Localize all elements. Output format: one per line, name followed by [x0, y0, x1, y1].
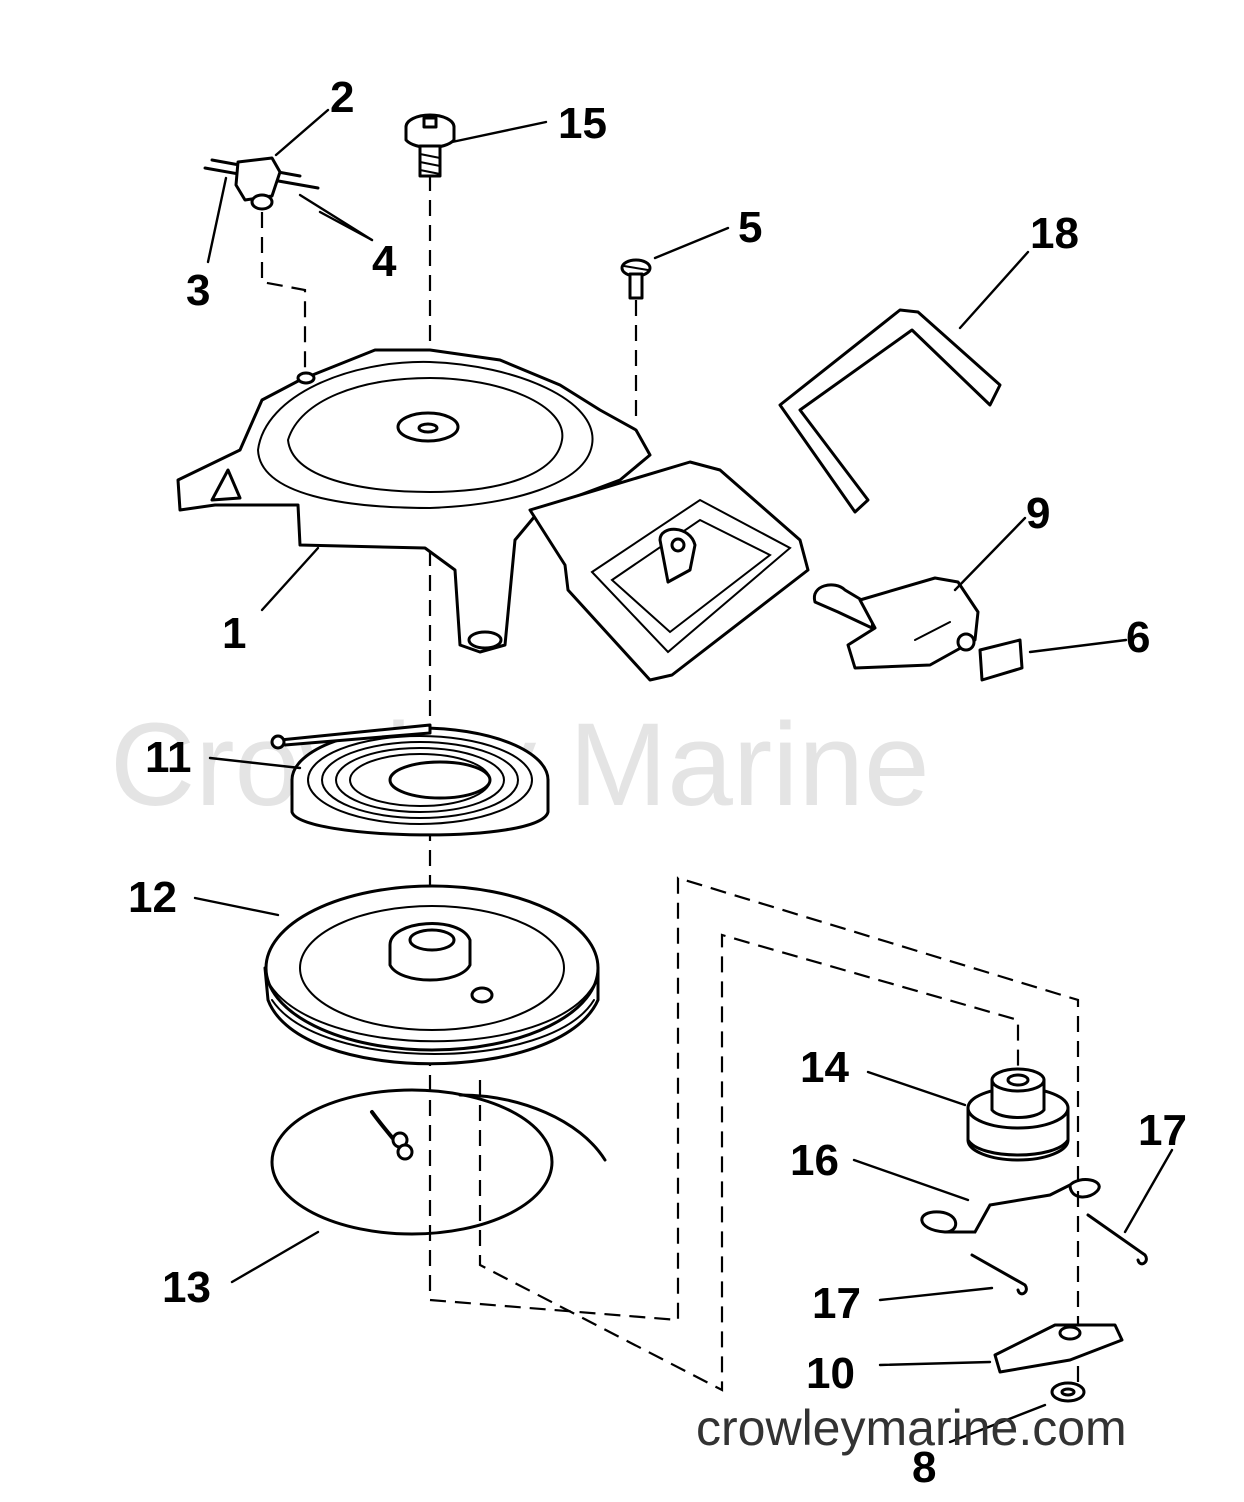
- callout-9: 9: [1026, 489, 1050, 538]
- starter-rope: [270, 1088, 607, 1236]
- pinion-gear: [966, 1067, 1070, 1162]
- small-screw: [620, 258, 652, 300]
- starter-handle: [812, 576, 1024, 682]
- washer: [1050, 1381, 1086, 1403]
- callout-2: 2: [330, 73, 354, 122]
- footer-url: crowleymarine.com: [696, 1400, 1127, 1456]
- leader-lines: [193, 108, 1174, 1444]
- small-springs: [970, 1213, 1148, 1296]
- rope-pulley: [263, 884, 600, 1066]
- callout-3: 3: [186, 266, 210, 315]
- callout-17-right: 17: [1138, 1106, 1187, 1155]
- callout-5: 5: [738, 203, 762, 252]
- clip-and-pins: [203, 156, 320, 211]
- callout-17-left: 17: [812, 1279, 861, 1328]
- callout-8: 8: [912, 1443, 936, 1492]
- callout-14: 14: [800, 1043, 849, 1092]
- starter-housing: [176, 348, 810, 682]
- callout-4: 4: [372, 237, 397, 286]
- callout-10: 10: [806, 1349, 855, 1398]
- callout-6: 6: [1126, 613, 1150, 662]
- starter-pawl: [993, 1323, 1124, 1374]
- callout-1: 1: [222, 609, 246, 658]
- callout-labels: 1 2 3 4 5 6 8 9 10 11 12 13 14 15 16 17 …: [128, 73, 1187, 1492]
- callout-16: 16: [790, 1136, 839, 1185]
- callout-12: 12: [128, 873, 177, 922]
- recoil-spring: [270, 723, 550, 837]
- pawl-spring: [920, 1178, 1101, 1234]
- callout-15: 15: [558, 99, 607, 148]
- callout-18: 18: [1030, 209, 1079, 258]
- starter-rope-bracket: [778, 308, 1002, 514]
- callout-11: 11: [145, 733, 192, 782]
- center-screw: [404, 113, 456, 178]
- callout-13: 13: [162, 1263, 211, 1312]
